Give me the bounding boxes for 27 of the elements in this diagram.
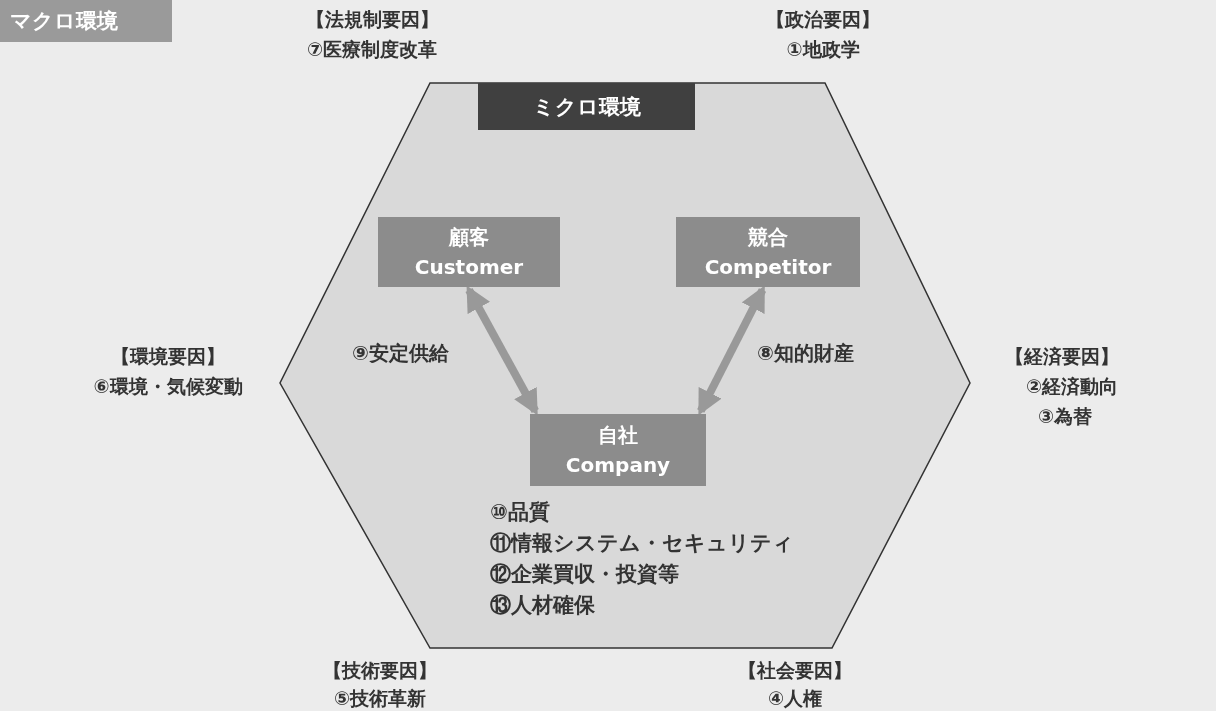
edge-label: ⑧知的財産 xyxy=(755,339,856,367)
factor-label: ⑥環境・気候変動 xyxy=(93,374,243,399)
list-item: ⑫企業買収・投資等 xyxy=(490,561,679,588)
factor-label: 【環境要因】 xyxy=(111,344,225,369)
factor-label: ③為替 xyxy=(1038,404,1093,429)
list-item: ⑪情報システム・セキュリティ xyxy=(490,530,794,557)
label-box: 顧客 Customer xyxy=(378,217,560,287)
title-box: マクロ環境 xyxy=(0,0,172,42)
factor-label: 【技術要因】 xyxy=(323,658,437,683)
double-arrow xyxy=(697,285,767,416)
label-box: 自社 Company xyxy=(530,414,706,486)
label-box: 競合 Competitor xyxy=(676,217,860,287)
factor-label: 【社会要因】 xyxy=(738,658,852,683)
factor-label: 【経済要因】 xyxy=(1005,344,1119,369)
factor-label: ①地政学 xyxy=(786,37,860,62)
factor-label: ⑦医療制度改革 xyxy=(306,37,438,62)
factor-label: ②経済動向 xyxy=(1025,374,1119,399)
factor-label: ⑤技術革新 xyxy=(333,686,427,711)
list-item: ⑬人材確保 xyxy=(490,592,595,619)
heading-band: ミクロ環境 xyxy=(478,83,695,130)
hexagon xyxy=(280,83,970,648)
factor-label: ④人権 xyxy=(767,686,823,711)
list-item: ⑩品質 xyxy=(490,499,550,526)
double-arrow xyxy=(465,285,539,416)
factor-label: 【政治要因】 xyxy=(766,7,880,32)
edge-label: ⑨安定供給 xyxy=(350,339,451,367)
factor-label: 【法規制要因】 xyxy=(305,7,439,32)
